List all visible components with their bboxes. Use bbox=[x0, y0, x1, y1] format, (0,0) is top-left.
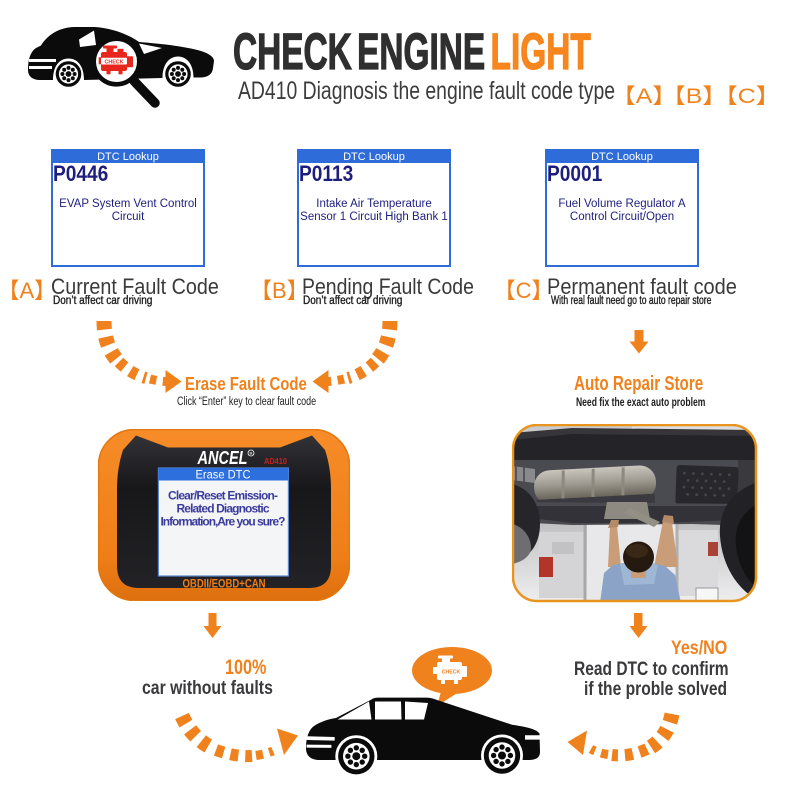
svg-text:ANCEL: ANCEL bbox=[197, 448, 248, 468]
svg-text:Related Diagnostic: Related Diagnostic bbox=[177, 502, 270, 516]
svg-text:Erase DTC: Erase DTC bbox=[196, 467, 251, 481]
svg-text:CHECK: CHECK bbox=[105, 60, 124, 66]
svg-text:CHECK: CHECK bbox=[442, 669, 461, 675]
svg-text:AD410: AD410 bbox=[264, 456, 287, 466]
svg-text:Clear/Reset Emission-: Clear/Reset Emission- bbox=[168, 489, 278, 503]
svg-text:R: R bbox=[249, 451, 252, 456]
svg-text:OBDII/EOBD+CAN: OBDII/EOBD+CAN bbox=[183, 579, 266, 591]
svg-text:Information,Are you sure?: Information,Are you sure? bbox=[161, 515, 286, 529]
